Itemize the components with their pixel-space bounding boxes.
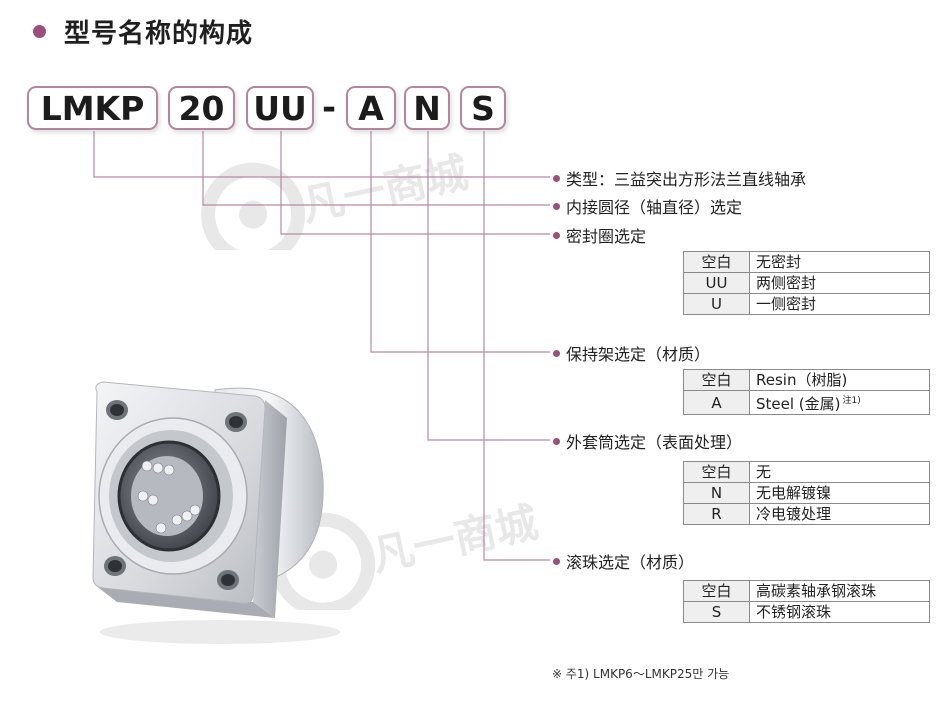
- option-code: UU: [683, 272, 750, 294]
- label-seal-text: 密封圈选定: [566, 227, 647, 246]
- label-retainer: 保持架选定（材质）: [553, 341, 710, 365]
- table-row: S 不锈钢滚珠: [683, 601, 930, 623]
- option-desc: 冷电镀处理: [749, 503, 930, 525]
- code-part-sleeve: N: [404, 86, 450, 130]
- code-part-series: LMKP: [27, 86, 158, 130]
- option-desc-with-note: Steel (金属)注1): [749, 390, 930, 415]
- code-part-bore: 20: [168, 86, 235, 130]
- label-bore-text: 内接圆径（轴直径）选定: [566, 198, 743, 217]
- table-row: U 一侧密封: [683, 293, 930, 315]
- bearing-illustration: [92, 381, 340, 644]
- option-desc: 两侧密封: [749, 272, 930, 294]
- label-retainer-text: 保持架选定（材质）: [566, 345, 711, 364]
- table-row: 空白 无密封: [683, 251, 930, 273]
- option-note: 注1): [842, 396, 861, 406]
- code-separator: -: [322, 88, 337, 128]
- retainer-options-table: 空白 Resin（树脂) A Steel (金属)注1): [683, 369, 930, 415]
- table-row: 空白 无: [683, 461, 930, 483]
- table-row: 空白 高碳素轴承钢滚珠: [683, 580, 930, 602]
- option-code: U: [683, 293, 750, 315]
- option-code: 空白: [683, 580, 750, 602]
- ball-options-table: 空白 高碳素轴承钢滚珠 S 不锈钢滚珠: [683, 580, 930, 623]
- connector-type: [93, 131, 550, 178]
- table-row: A Steel (金属)注1): [683, 390, 930, 415]
- connector-ball: [483, 131, 550, 561]
- label-type-text: 类型：三益突出方形法兰直线轴承: [566, 170, 807, 189]
- option-desc: 无密封: [749, 251, 930, 273]
- option-desc: 无电解镀镍: [749, 482, 930, 504]
- page-title: 型号名称的构成: [64, 19, 254, 49]
- option-desc: Resin（树脂): [749, 369, 930, 391]
- table-row: UU 两侧密封: [683, 272, 930, 294]
- code-part-seal: UU: [246, 86, 314, 130]
- option-desc: 不锈钢滚珠: [749, 601, 930, 623]
- table-row: R 冷电镀处理: [683, 503, 930, 525]
- option-desc: 一侧密封: [749, 293, 930, 315]
- code-part-retainer: A: [346, 86, 396, 130]
- option-code: 空白: [683, 369, 750, 391]
- footnote: ※ 주1) LMKP6～LMKP25만 가능: [552, 667, 730, 681]
- option-code: N: [683, 482, 750, 504]
- label-bullet: [553, 437, 560, 445]
- label-ball-text: 滚珠选定（材质）: [566, 553, 695, 572]
- connector-seal: [280, 131, 550, 235]
- title-bullet: [33, 25, 46, 38]
- label-bullet: [553, 349, 560, 357]
- label-bullet: [553, 231, 560, 239]
- option-code: 空白: [683, 461, 750, 483]
- label-bore: 内接圆径（轴直径）选定: [553, 194, 742, 218]
- option-desc: 高碳素轴承钢滚珠: [749, 580, 930, 602]
- label-sleeve: 外套筒选定（表面处理）: [553, 429, 742, 453]
- label-bullet: [553, 557, 560, 565]
- label-sleeve-text: 外套筒选定（表面处理）: [566, 433, 743, 452]
- option-code: R: [683, 503, 750, 525]
- label-ball: 滚珠选定（材质）: [553, 549, 694, 573]
- seal-options-table: 空白 无密封 UU 两侧密封 U 一侧密封: [683, 251, 930, 315]
- label-type: 类型：三益突出方形法兰直线轴承: [553, 166, 806, 190]
- table-row: 空白 Resin（树脂): [683, 369, 930, 391]
- sleeve-options-table: 空白 无 N 无电解镀镍 R 冷电镀处理: [683, 461, 930, 525]
- label-seal: 密封圈选定: [553, 223, 646, 247]
- option-desc: Steel (金属): [756, 395, 841, 413]
- option-code: A: [683, 390, 750, 415]
- option-code: 空白: [683, 251, 750, 273]
- label-bullet: [553, 202, 560, 210]
- code-part-ball: S: [460, 86, 506, 130]
- connector-sleeve: [427, 131, 550, 441]
- table-row: N 无电解镀镍: [683, 482, 930, 504]
- option-desc: 无: [749, 461, 930, 483]
- connector-bore: [202, 131, 550, 206]
- connector-retainer: [370, 131, 550, 353]
- option-code: S: [683, 601, 750, 623]
- label-bullet: [553, 174, 560, 182]
